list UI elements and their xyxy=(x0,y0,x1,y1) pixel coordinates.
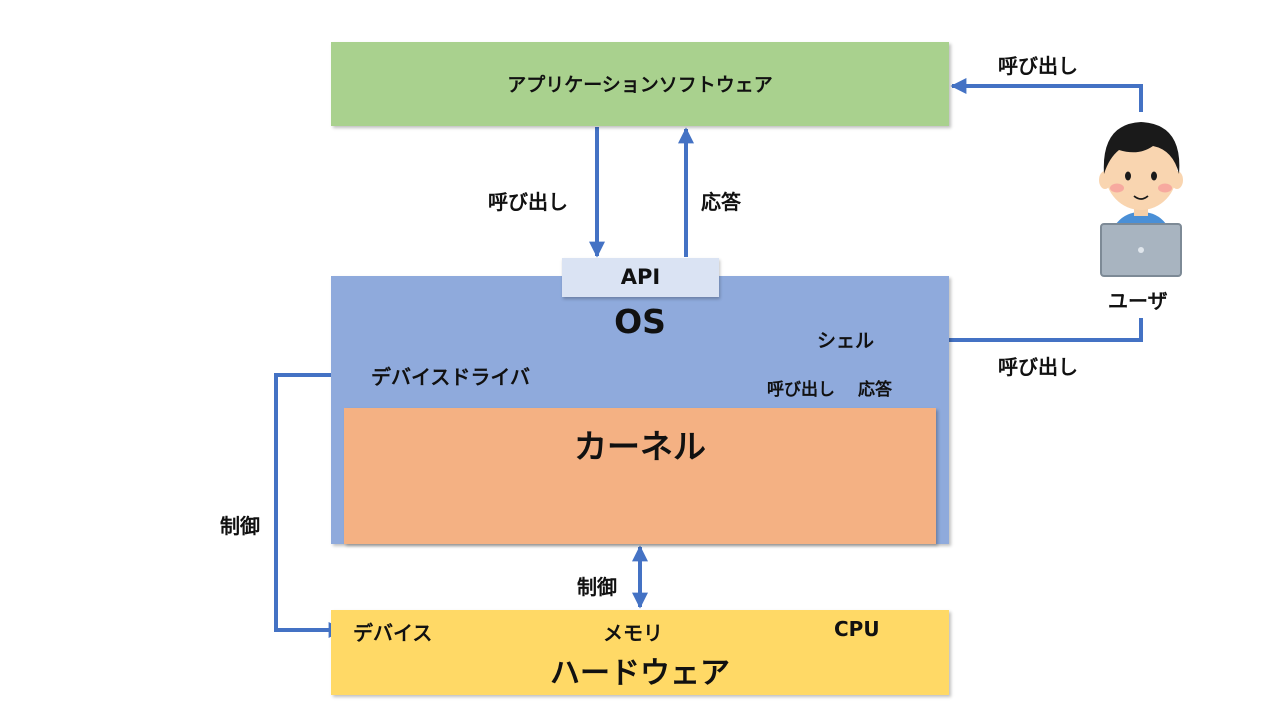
user-hair xyxy=(1103,122,1180,174)
user-cheek-right xyxy=(1158,183,1172,193)
application-software-label: アプリケーションソフトウェア xyxy=(507,74,773,96)
user-ear-right xyxy=(1171,171,1183,189)
shell-label: シェル xyxy=(817,330,875,352)
user-mouth xyxy=(1133,195,1149,200)
arrow-user-to-shell xyxy=(900,318,1143,348)
os-label: OS xyxy=(614,302,666,341)
user-to-shell-call-label: 呼び出し xyxy=(998,355,1078,379)
user-cheek-left xyxy=(1110,183,1124,193)
arrow-driver-to-device xyxy=(274,373,360,638)
shell-kernel-call-label: 呼び出し xyxy=(767,380,835,400)
user-eye-right xyxy=(1151,171,1157,181)
app-to-api-call-label: 呼び出し xyxy=(488,190,568,214)
device-driver-label: デバイスドライバ xyxy=(371,365,530,389)
kernel-label: カーネル xyxy=(574,427,706,466)
device-label: デバイス xyxy=(353,621,433,645)
user-to-app-call-label: 呼び出し xyxy=(998,54,1078,78)
arrow-user-to-app xyxy=(950,78,1143,112)
user-eye-left xyxy=(1125,171,1131,181)
user-ear-left xyxy=(1099,171,1111,189)
api-to-app-response-label: 応答 xyxy=(701,190,741,214)
kernel-layer: カーネル xyxy=(344,408,936,544)
application-software-layer: アプリケーションソフトウェア xyxy=(331,42,949,126)
hardware-layer: デバイス メモリ CPU ハードウェア xyxy=(331,610,949,695)
shell-kernel-response-label: 応答 xyxy=(858,380,892,400)
hardware-label: ハードウェア xyxy=(550,656,730,691)
user-label: ユーザ xyxy=(1108,289,1168,313)
user-illustration xyxy=(1099,122,1183,277)
kernel-hw-control-label: 制御 xyxy=(577,575,617,599)
user-laptop-logo xyxy=(1138,247,1144,253)
api-label: API xyxy=(620,265,661,289)
cpu-label: CPU xyxy=(834,617,880,641)
api-box: API xyxy=(562,258,719,297)
user-face xyxy=(1105,134,1177,210)
memory-label: メモリ xyxy=(603,621,663,645)
driver-control-label: 制御 xyxy=(220,514,260,538)
